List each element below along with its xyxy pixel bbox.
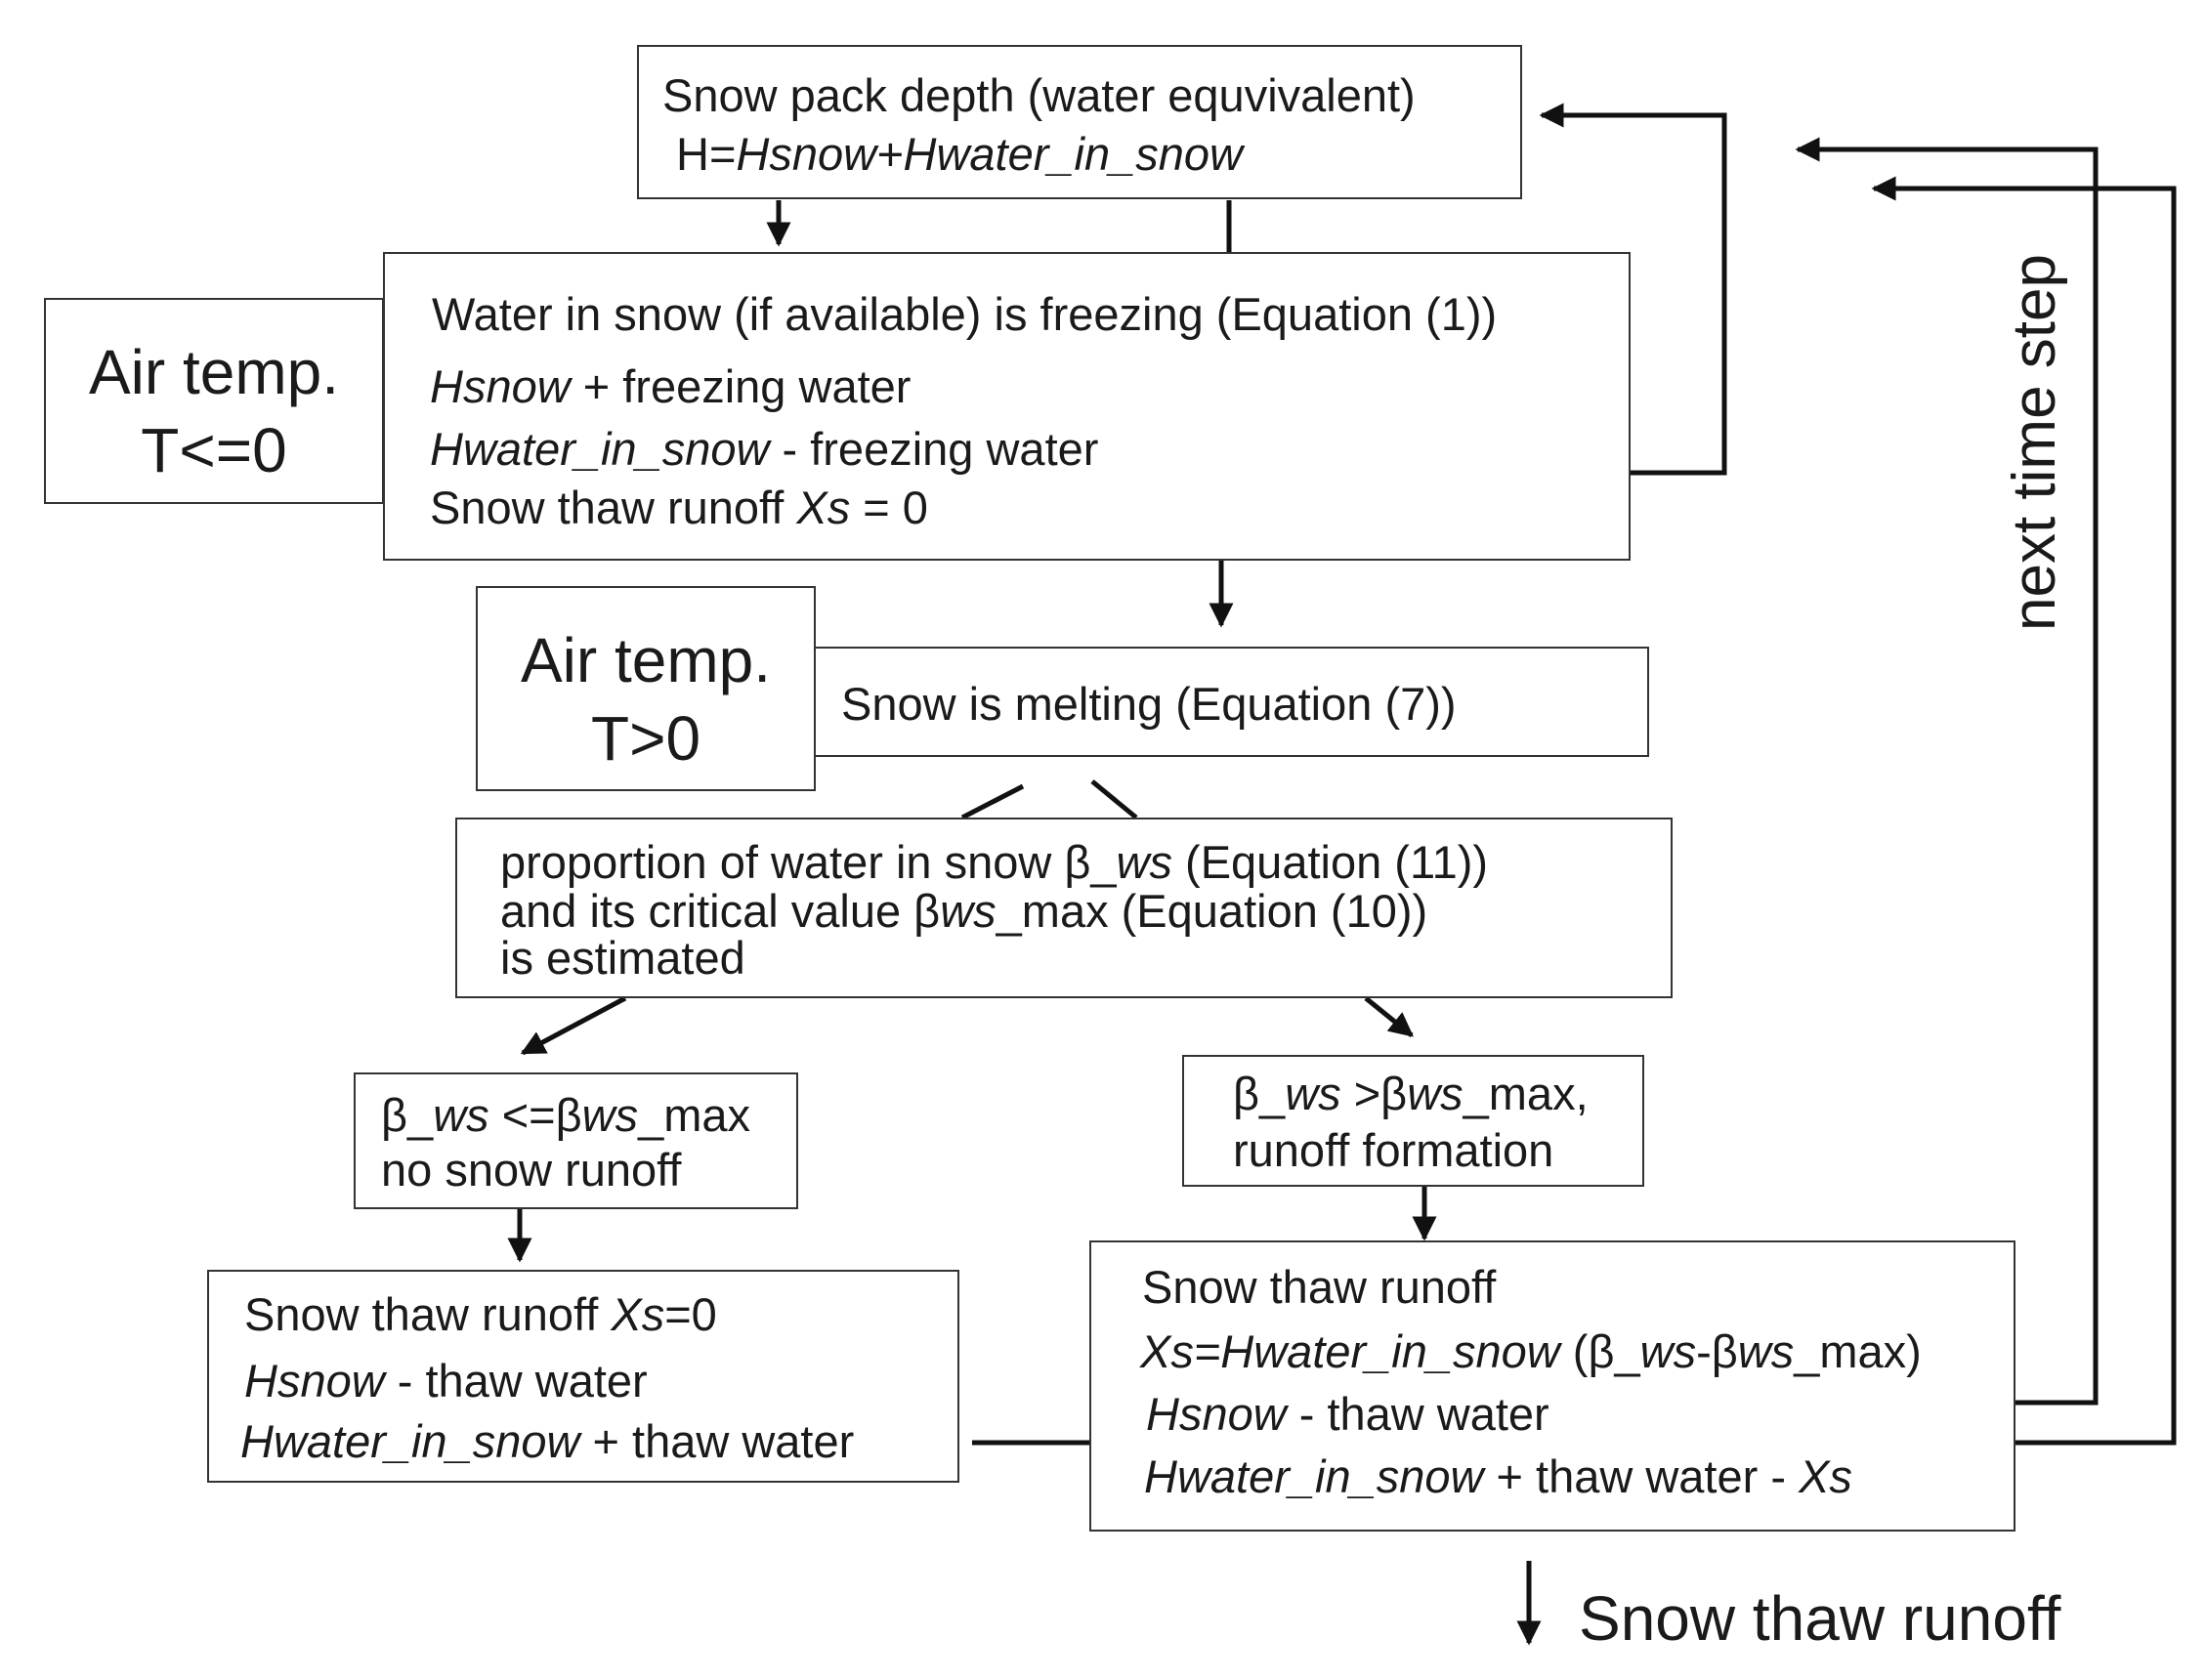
thaw-runoff-line2-d: -β xyxy=(1696,1325,1738,1377)
snowpack-line2-formula: Hsnow+Hwater_in_snow xyxy=(736,128,1243,180)
freezing-line2: Hsnow + freezing water xyxy=(430,363,911,409)
proportion-box: proportion of water in snow β_ws (Equati… xyxy=(455,818,1673,998)
freezing-line2-rest: + freezing water xyxy=(570,360,912,412)
snowpack-box: Snow pack depth (water equvivalent) H=Hs… xyxy=(637,45,1522,199)
snowpack-line2-prefix: H= xyxy=(676,128,737,180)
runoff-formation-line2: runoff formation xyxy=(1233,1124,1554,1176)
freezing-line3: Hwater_in_snow - freezing water xyxy=(430,426,1098,472)
proportion-line1-var: ws xyxy=(1116,836,1172,888)
no-runoff-line1-d: ws xyxy=(581,1089,639,1141)
thaw-zero-line1-rest: =0 xyxy=(664,1288,717,1340)
arrow-next-time-step-inner xyxy=(1795,137,2099,1406)
thaw-runoff-box: Snow thaw runoff Xs=Hwater_in_snow (β_ws… xyxy=(1089,1240,2015,1532)
proportion-line2: and its critical value βws_max (Equation… xyxy=(500,888,1427,934)
no-runoff-box: β_ws <=βws_max no snow runoff xyxy=(354,1072,798,1209)
freezing-line4-prefix: Snow thaw runoff xyxy=(430,482,797,533)
thaw-runoff-line4-var: Hwater_in_snow xyxy=(1144,1450,1484,1502)
snowpack-line2: H=Hsnow+Hwater_in_snow xyxy=(676,131,1243,177)
output-runoff-label: Snow thaw runoff xyxy=(1579,1583,2061,1654)
no-runoff-line1-c: <=β xyxy=(488,1089,582,1141)
proportion-line2-var: ws xyxy=(940,885,997,937)
line-melting-to-proportion-right xyxy=(1090,779,1138,819)
runoff-formation-line1-c: >β xyxy=(1340,1068,1408,1119)
thaw-zero-line3-var: Hwater_in_snow xyxy=(240,1415,580,1467)
thaw-zero-line3: Hwater_in_snow + thaw water xyxy=(240,1418,854,1464)
arrow-proportion-to-no-runoff xyxy=(520,995,627,1056)
proportion-line1-prefix: proportion of water in snow β_ xyxy=(500,836,1117,888)
freezing-line3-rest: - freezing water xyxy=(769,423,1099,475)
melting-condition-line1: Air temp. xyxy=(520,625,772,695)
runoff-formation-line1-e: _max, xyxy=(1463,1068,1589,1119)
melting-box: Snow is melting (Equation (7)) xyxy=(814,647,1649,757)
freezing-line1: Water in snow (if available) is freezing… xyxy=(432,288,1498,340)
proportion-line1-rest: (Equation (11)) xyxy=(1171,836,1489,888)
arrow-freezing-loop-back xyxy=(1539,103,1727,476)
thaw-zero-line1-var: Xs xyxy=(611,1288,665,1340)
snowpack-line1: Snow pack depth (water equvivalent) xyxy=(662,69,1416,121)
freezing-line4-var: Xs xyxy=(796,482,851,533)
no-runoff-line1-b: ws xyxy=(433,1089,489,1141)
freezing-line2-var: Hsnow xyxy=(430,360,571,412)
melting-condition-line2: T>0 xyxy=(590,703,701,774)
freezing-condition-box: Air temp. T<=0 xyxy=(44,298,384,504)
thaw-runoff-line4-var2: Xs xyxy=(1799,1450,1852,1502)
no-runoff-line1-a: β_ xyxy=(381,1089,434,1141)
freezing-line4-rest: = 0 xyxy=(850,482,928,533)
thaw-zero-line2: Hsnow - thaw water xyxy=(244,1358,648,1404)
arrow-next-time-step-outer xyxy=(1871,176,2177,1446)
thaw-runoff-line2-b: (β_ xyxy=(1559,1325,1640,1377)
thaw-runoff-line3-var: Hsnow xyxy=(1146,1388,1287,1440)
thaw-runoff-line2: Xs=Hwater_in_snow (β_ws-βws_max) xyxy=(1140,1328,1922,1374)
thaw-runoff-line2-c: ws xyxy=(1639,1325,1697,1377)
proportion-line2-prefix: and its critical value β xyxy=(500,885,941,937)
freezing-line4: Snow thaw runoff Xs = 0 xyxy=(430,484,928,530)
arrow-proportion-to-runoff-formation xyxy=(1364,996,1414,1037)
next-time-step-label: next time step xyxy=(2001,254,2068,631)
no-runoff-line1-e: _max xyxy=(638,1089,751,1141)
thaw-zero-box: Snow thaw runoff Xs=0 Hsnow - thaw water… xyxy=(207,1270,959,1483)
proportion-line2-rest: _max (Equation (10)) xyxy=(996,885,1428,937)
thaw-zero-line1: Snow thaw runoff Xs=0 xyxy=(244,1291,717,1337)
melting-condition-box: Air temp. T>0 xyxy=(476,586,816,791)
melting-line1: Snow is melting (Equation (7)) xyxy=(841,678,1457,730)
thaw-zero-line1-prefix: Snow thaw runoff xyxy=(244,1288,612,1340)
thaw-runoff-line4: Hwater_in_snow + thaw water - Xs xyxy=(1144,1453,1852,1499)
runoff-formation-box: β_ws >βws_max, runoff formation xyxy=(1182,1055,1644,1187)
thaw-runoff-line1: Snow thaw runoff xyxy=(1142,1261,1497,1313)
thaw-runoff-line4-rest: + thaw water - xyxy=(1483,1450,1800,1502)
no-runoff-line1: β_ws <=βws_max xyxy=(381,1092,750,1138)
line-melting-to-proportion-left xyxy=(960,783,1025,820)
runoff-formation-line1-b: ws xyxy=(1285,1068,1341,1119)
freezing-condition-line2: T<=0 xyxy=(141,415,287,485)
runoff-formation-line1-a: β_ xyxy=(1233,1068,1286,1119)
freezing-box: Water in snow (if available) is freezing… xyxy=(383,252,1631,561)
thaw-zero-line3-rest: + thaw water xyxy=(579,1415,855,1467)
runoff-formation-line1-d: ws xyxy=(1407,1068,1464,1119)
thaw-zero-line2-var: Hsnow xyxy=(244,1355,385,1407)
freezing-condition-line1: Air temp. xyxy=(88,337,340,407)
runoff-formation-line1: β_ws >βws_max, xyxy=(1233,1071,1589,1116)
thaw-runoff-line2-e: ws xyxy=(1737,1325,1795,1377)
thaw-runoff-line3: Hsnow - thaw water xyxy=(1146,1391,1549,1437)
thaw-runoff-line2-f: _max) xyxy=(1794,1325,1922,1377)
thaw-zero-line2-rest: - thaw water xyxy=(384,1355,648,1407)
thaw-runoff-line2-a: Xs=Hwater_in_snow xyxy=(1140,1325,1560,1377)
proportion-line3: is estimated xyxy=(500,932,745,984)
freezing-line3-var: Hwater_in_snow xyxy=(430,423,770,475)
proportion-line1: proportion of water in snow β_ws (Equati… xyxy=(500,839,1488,885)
thaw-runoff-line3-rest: - thaw water xyxy=(1286,1388,1549,1440)
no-runoff-line2: no snow runoff xyxy=(381,1144,682,1196)
